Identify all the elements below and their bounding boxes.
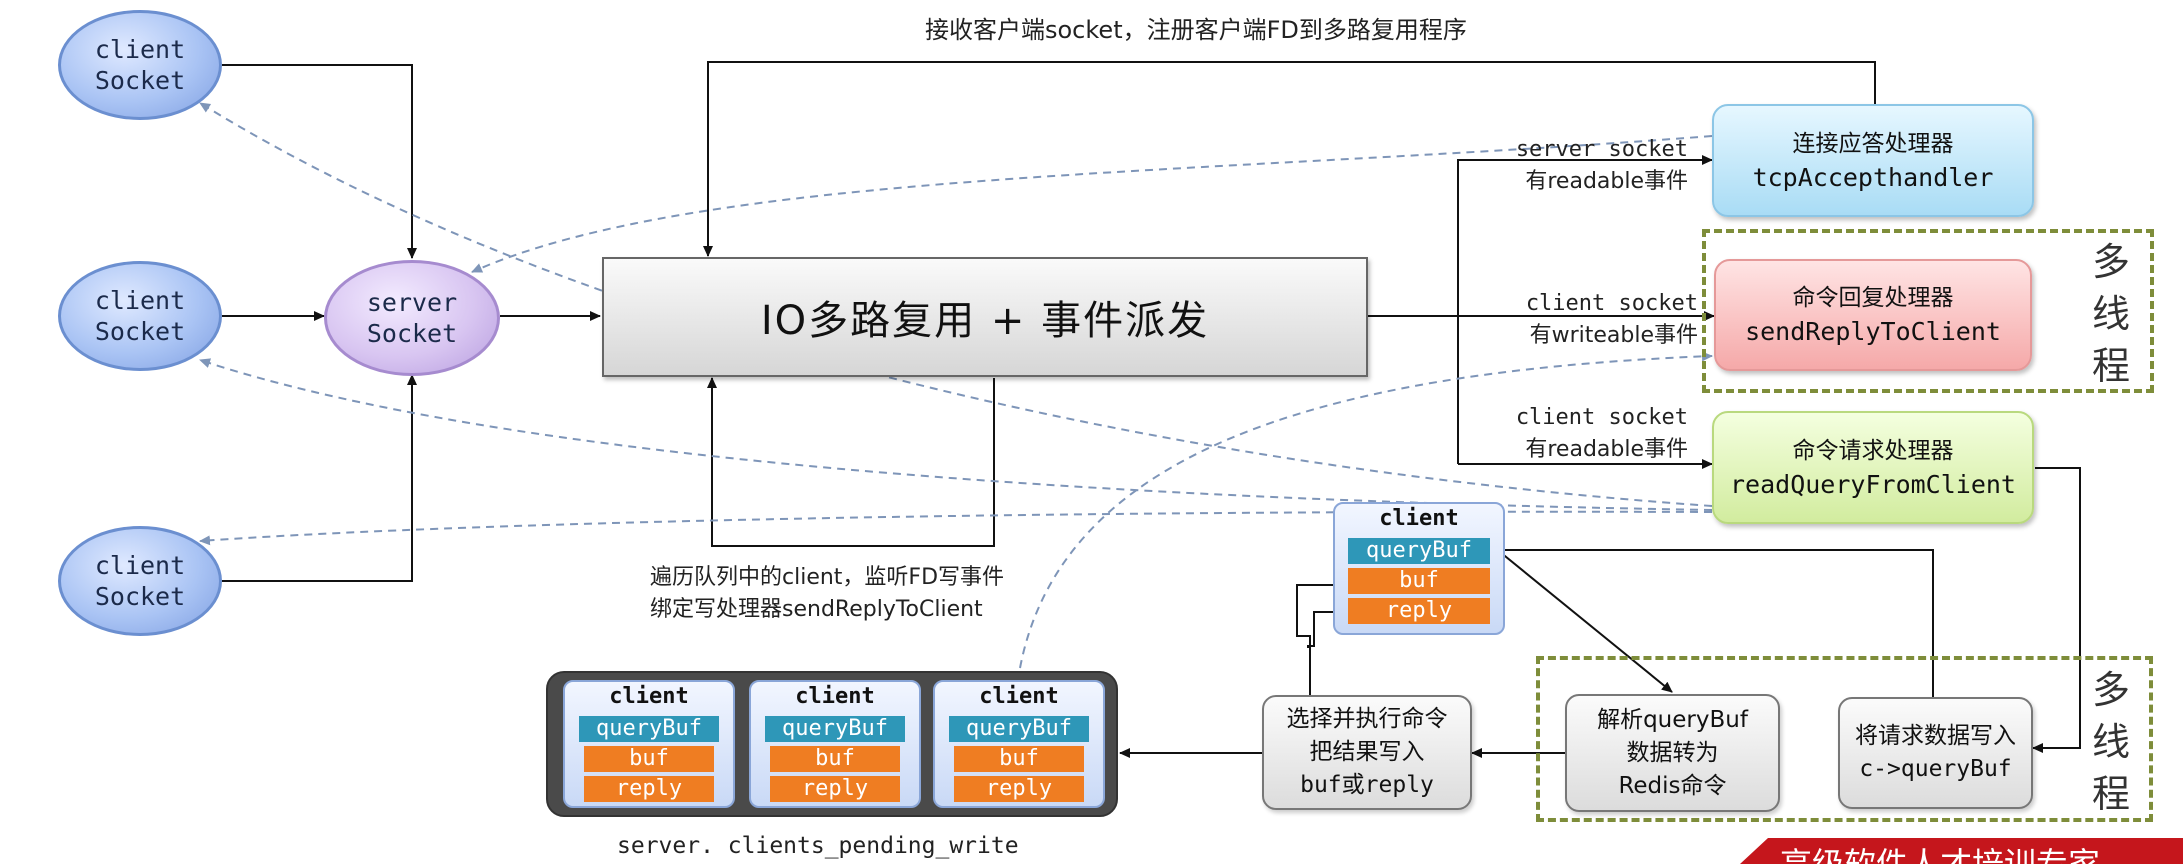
reply-field: reply <box>770 776 900 802</box>
multithread-group-bottom <box>1536 656 2153 822</box>
event-label-write: client socket 有writeable事件 <box>1474 288 1698 352</box>
client-socket-line1: client <box>94 551 186 580</box>
event-read-line1: client socket <box>1515 405 1688 430</box>
top-note: 接收客户端socket，注册客户端FD到多路复用程序 <box>925 16 1467 44</box>
arrow-client1-to-server <box>222 64 417 259</box>
arrow-query-to-write <box>2032 467 2081 753</box>
multithread-label-bottom: 多 线 程 <box>2086 664 2136 820</box>
pending-client-1: client queryBuf buf reply <box>563 680 735 808</box>
reply-field: reply <box>954 776 1084 802</box>
event-read-line2: 有readable事件 <box>1525 437 1688 462</box>
dash-query-to-client1 <box>199 102 1713 507</box>
banner-text: 高级软件人才培训专家 <box>1780 845 2101 864</box>
dash-queue-to-reply <box>1019 351 1713 669</box>
querybuf-field: queryBuf <box>949 716 1089 742</box>
arrow-querybuf-parse <box>1489 541 1673 693</box>
multithread-char: 程 <box>2091 772 2130 816</box>
buf-field: buf <box>770 746 900 772</box>
server-socket-line2: Socket <box>366 319 458 348</box>
loop-note: 遍历队列中的client，监听FD写事件 绑定写处理器sendReplyToCl… <box>650 562 1004 626</box>
loop-note-line1: 遍历队列中的client，监听FD写事件 <box>650 565 1005 590</box>
arrow-dispatch-loop <box>707 377 995 547</box>
multithread-label-top: 多 线 程 <box>2086 236 2136 392</box>
brand-banner: 高级软件人才培训专家 <box>1740 838 2183 864</box>
multithread-char: 线 <box>2091 720 2130 764</box>
arrow-client3-to-server <box>222 374 417 582</box>
write-step-line2: c->queryBuf <box>1859 756 2012 782</box>
write-querybuf-step: 将请求数据写入 c->queryBuf <box>1838 697 2033 809</box>
pending-client-title: client <box>795 684 875 709</box>
query-handler: 命令请求处理器 readQueryFromClient <box>1712 411 2034 524</box>
pending-client-title: client <box>609 684 689 709</box>
dispatcher-label: IO多路复用 + 事件派发 <box>760 298 1210 344</box>
reply-field: reply <box>1348 598 1490 624</box>
querybuf-field: queryBuf <box>1348 538 1490 564</box>
execute-command-step: 选择并执行命令 把结果写入 buf或reply <box>1262 695 1472 810</box>
query-handler-code: readQueryFromClient <box>1730 469 2016 499</box>
event-accept-line1: server socket <box>1515 137 1688 162</box>
loop-note-line2: 绑定写处理器sendReplyToClient <box>650 597 983 622</box>
parse-step-line3: Redis命令 <box>1618 772 1727 799</box>
client-struct: client queryBuf buf reply <box>1333 502 1505 635</box>
parse-step-line1: 解析queryBuf <box>1597 706 1748 733</box>
reply-handler: 命令回复处理器 sendReplyToClient <box>1714 259 2032 371</box>
buf-field: buf <box>1348 568 1490 594</box>
arrow-execute-to-buf <box>1296 580 1351 697</box>
client-socket-1: client Socket <box>58 10 222 120</box>
pending-client-2: client queryBuf buf reply <box>749 680 921 808</box>
accept-handler-title: 连接应答处理器 <box>1792 130 1954 157</box>
client-struct-title: client <box>1379 506 1459 531</box>
execute-step-line1: 选择并执行命令 <box>1286 706 1448 732</box>
dash-accept-to-server <box>471 135 1713 273</box>
arrow-execute-to-reply <box>1307 607 1351 648</box>
server-socket-line1: server <box>366 288 458 317</box>
client-socket-line1: client <box>94 35 186 64</box>
buf-field: buf <box>954 746 1084 772</box>
pending-client-3: client queryBuf buf reply <box>933 680 1105 808</box>
querybuf-field: queryBuf <box>765 716 905 742</box>
arrow-to-accept <box>1457 155 1713 464</box>
execute-step-line3: buf或reply <box>1300 772 1434 798</box>
reply-handler-title: 命令回复处理器 <box>1792 285 1954 311</box>
event-write-line2: 有writeable事件 <box>1529 323 1698 348</box>
pending-queue-label: server. clients_pending_write <box>617 833 1019 859</box>
multithread-char: 多 <box>2091 668 2130 712</box>
reply-field: reply <box>584 776 714 802</box>
client-socket-line2: Socket <box>94 317 186 346</box>
parse-command-step: 解析queryBuf 数据转为 Redis命令 <box>1565 694 1780 812</box>
event-label-read: client socket 有readable事件 <box>1478 402 1688 466</box>
event-write-line1: client socket <box>1525 291 1698 316</box>
server-socket: server Socket <box>324 260 500 376</box>
event-label-accept: server socket 有readable事件 <box>1478 134 1688 198</box>
multithread-char: 线 <box>2091 292 2130 336</box>
parse-step-line2: 数据转为 <box>1626 739 1719 766</box>
client-socket-line2: Socket <box>94 582 186 611</box>
accept-handler-code: tcpAccepthandler <box>1752 162 1994 192</box>
arrow-accept-feedback <box>703 61 1876 257</box>
multithread-char: 多 <box>2091 240 2130 284</box>
multithread-char: 程 <box>2091 344 2130 388</box>
io-multiplexer-dispatcher: IO多路复用 + 事件派发 <box>602 257 1368 377</box>
pending-client-title: client <box>979 684 1059 709</box>
querybuf-field: queryBuf <box>579 716 719 742</box>
reply-handler-code: sendReplyToClient <box>1745 317 2001 346</box>
write-step-line1: 将请求数据写入 <box>1855 723 2016 749</box>
client-socket-3: client Socket <box>58 526 222 636</box>
query-handler-title: 命令请求处理器 <box>1792 437 1954 464</box>
buf-field: buf <box>584 746 714 772</box>
execute-step-line2: 把结果写入 <box>1309 739 1425 765</box>
event-accept-line2: 有readable事件 <box>1525 169 1688 194</box>
client-socket-2: client Socket <box>58 261 222 371</box>
client-socket-line1: client <box>94 286 186 315</box>
accept-handler: 连接应答处理器 tcpAccepthandler <box>1712 104 2034 217</box>
client-socket-line2: Socket <box>94 66 186 95</box>
